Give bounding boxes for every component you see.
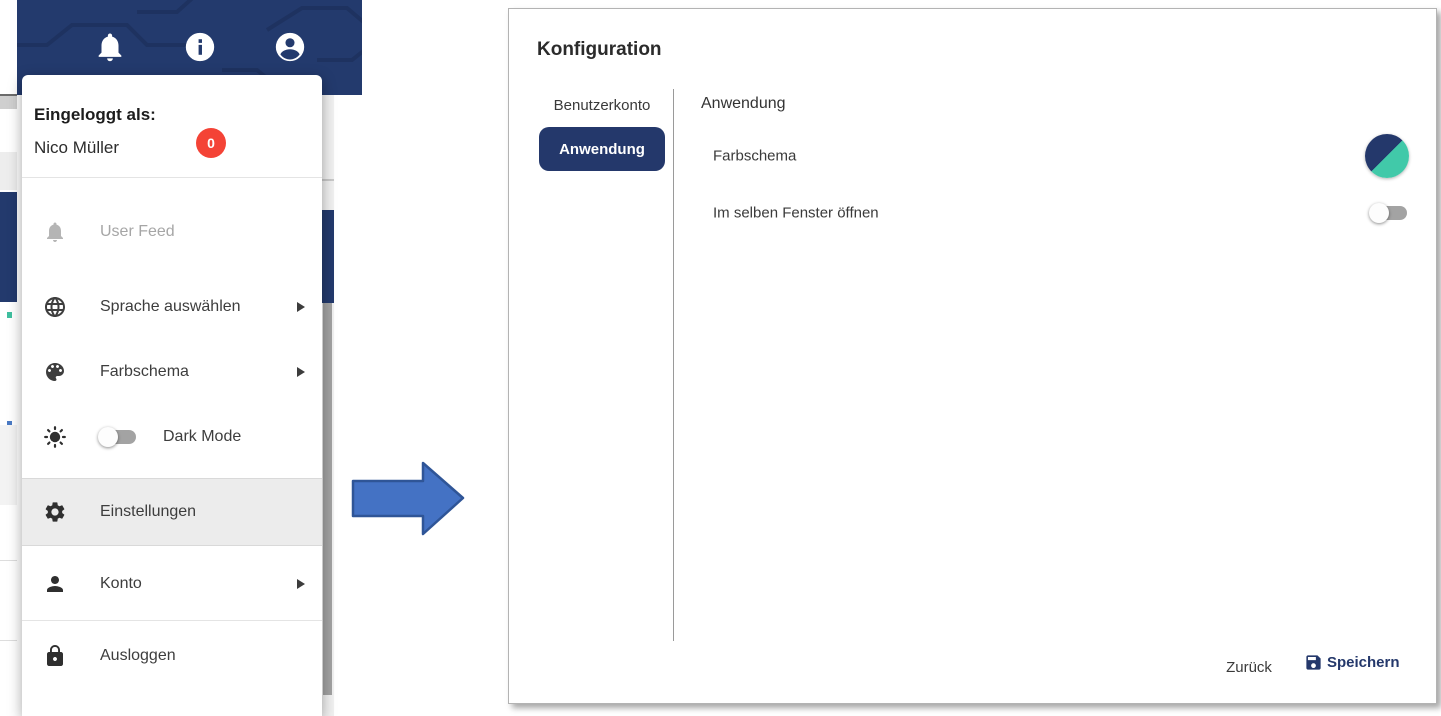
bg-line [0, 640, 17, 641]
save-button[interactable]: Speichern [1304, 653, 1400, 672]
menu-item-color-scheme[interactable]: Farbschema [22, 338, 322, 406]
menu-item-settings[interactable]: Einstellungen [22, 478, 322, 546]
user-name: Nico Müller [34, 138, 120, 157]
menu-item-label: Einstellungen [100, 503, 197, 520]
bg-line [322, 179, 334, 181]
bell-icon[interactable] [93, 30, 127, 64]
chevron-right-icon [297, 579, 305, 589]
save-icon [1306, 655, 1321, 670]
chevron-right-icon [297, 302, 305, 312]
bg-line [0, 94, 17, 96]
menu-item-label: Ausloggen [100, 647, 176, 664]
info-icon[interactable] [183, 30, 217, 64]
palette-icon [43, 360, 67, 384]
menu-item-language[interactable]: Sprache auswählen [22, 273, 322, 341]
user-feed-badge: 0 [196, 128, 226, 158]
bg-speck [7, 312, 12, 318]
account-icon[interactable] [273, 30, 307, 64]
logged-in-as-label: Eingeloggt als: [34, 105, 156, 124]
gear-icon [43, 500, 67, 524]
menu-item-label: Sprache auswählen [100, 298, 241, 315]
setting-label-farbschema: Farbschema [713, 147, 797, 165]
bg-band [0, 425, 17, 505]
bg-band [0, 152, 17, 190]
menu-header: Eingeloggt als: Nico Müller [34, 103, 156, 160]
person-icon [43, 572, 67, 596]
menu-item-label: Dark Mode [163, 428, 242, 445]
scrollbar-thumb[interactable] [323, 303, 332, 695]
bg-navy-band [0, 192, 17, 302]
configuration-dialog: Konfiguration Benutzerkonto Anwendung An… [508, 8, 1437, 704]
divider [22, 620, 322, 621]
bg-line [0, 560, 17, 561]
tab-benutzerkonto[interactable]: Benutzerkonto [553, 97, 651, 114]
bg-speck [7, 421, 12, 427]
menu-scrollbar[interactable] [322, 95, 334, 716]
flow-arrow [351, 461, 465, 536]
globe-icon [43, 295, 67, 319]
setting-label-same-window: Im selben Fenster öffnen [713, 204, 879, 222]
menu-item-label: User Feed [100, 223, 175, 240]
bell-icon [43, 220, 67, 244]
chevron-right-icon [297, 367, 305, 377]
dark-mode-toggle[interactable] [98, 427, 136, 447]
menu-item-logout[interactable]: Ausloggen [22, 622, 322, 690]
dialog-title: Konfiguration [537, 39, 662, 60]
menu-item-account[interactable]: Konto [22, 550, 322, 618]
brightness-icon [43, 425, 67, 449]
menu-item-label: Konto [100, 575, 142, 592]
divider [22, 177, 322, 178]
toggle-knob [1369, 203, 1389, 223]
bg-navy-band [322, 210, 334, 303]
color-scheme-swatch[interactable] [1365, 134, 1409, 178]
menu-item-user-feed[interactable]: User Feed [22, 198, 322, 266]
user-menu: Eingeloggt als: Nico Müller User Feed 0 … [22, 75, 322, 716]
menu-item-label: Farbschema [100, 363, 189, 380]
section-title: Anwendung [701, 95, 786, 112]
menu-item-dark-mode[interactable]: Dark Mode [22, 403, 322, 471]
tab-anwendung[interactable]: Anwendung [539, 127, 665, 171]
back-button[interactable]: Zurück [1226, 659, 1272, 676]
same-window-toggle[interactable] [1369, 203, 1407, 223]
bg-band [0, 96, 17, 109]
toggle-knob [98, 427, 118, 447]
save-button-label: Speichern [1327, 654, 1400, 671]
vertical-divider [673, 89, 674, 641]
lock-icon [43, 644, 67, 668]
